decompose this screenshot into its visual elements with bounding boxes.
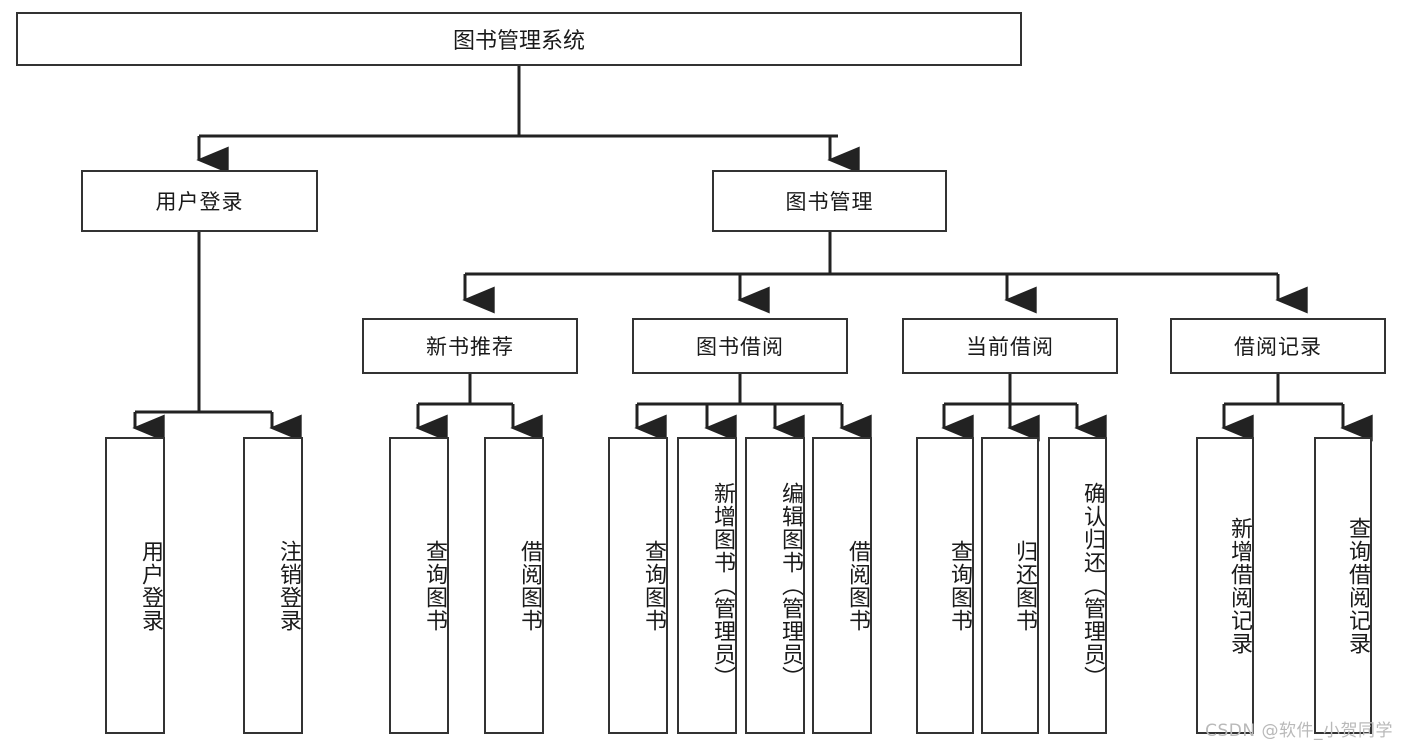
- node-book-borrow[interactable]: 图书借阅: [632, 318, 848, 374]
- leaf-borrow-book-2-label: 借阅图书: [845, 539, 870, 632]
- node-borrow-record-label: 借阅记录: [1234, 335, 1322, 359]
- leaf-edit-book[interactable]: 编辑图书（管理员）: [745, 437, 805, 734]
- node-book-management-label: 图书管理: [785, 190, 874, 214]
- leaf-query-record[interactable]: 查询借阅记录: [1314, 437, 1372, 734]
- leaf-return-book[interactable]: 归还图书: [981, 437, 1039, 734]
- node-current-borrow-label: 当前借阅: [966, 335, 1054, 359]
- leaf-edit-book-label: 编辑图书（管理员）: [778, 482, 803, 689]
- node-root[interactable]: 图书管理系统: [16, 12, 1022, 66]
- node-book-management[interactable]: 图书管理: [712, 170, 947, 232]
- leaf-query-book-2[interactable]: 查询图书: [608, 437, 668, 734]
- csdn-watermark: CSDN @软件_小贺同学: [1205, 721, 1393, 741]
- node-new-book-recommend[interactable]: 新书推荐: [362, 318, 578, 374]
- node-new-book-recommend-label: 新书推荐: [426, 335, 514, 359]
- leaf-borrow-book-1[interactable]: 借阅图书: [484, 437, 544, 734]
- leaf-query-record-label: 查询借阅记录: [1345, 516, 1370, 655]
- leaf-query-book-1-label: 查询图书: [422, 539, 447, 632]
- leaf-confirm-return[interactable]: 确认归还（管理员）: [1048, 437, 1107, 734]
- node-root-label: 图书管理系统: [452, 29, 585, 54]
- leaf-user-login[interactable]: 用户登录: [105, 437, 165, 734]
- leaf-logout-login-label: 注销登录: [276, 539, 301, 632]
- leaf-borrow-book-1-label: 借阅图书: [517, 539, 542, 632]
- leaf-logout-login[interactable]: 注销登录: [243, 437, 303, 734]
- node-borrow-record[interactable]: 借阅记录: [1170, 318, 1386, 374]
- leaf-add-book-label: 新增图书（管理员）: [710, 482, 735, 689]
- node-user-login-label: 用户登录: [155, 190, 244, 214]
- leaf-return-book-label: 归还图书: [1012, 539, 1037, 632]
- leaf-confirm-return-label: 确认归还（管理员）: [1080, 482, 1105, 689]
- leaf-query-book-2-label: 查询图书: [641, 539, 666, 632]
- node-book-borrow-label: 图书借阅: [696, 335, 784, 359]
- node-user-login[interactable]: 用户登录: [81, 170, 318, 232]
- leaf-query-book-1[interactable]: 查询图书: [389, 437, 449, 734]
- node-current-borrow[interactable]: 当前借阅: [902, 318, 1118, 374]
- leaf-query-book-3[interactable]: 查询图书: [916, 437, 974, 734]
- leaf-user-login-label: 用户登录: [138, 539, 163, 632]
- leaf-add-record[interactable]: 新增借阅记录: [1196, 437, 1254, 734]
- leaf-add-record-label: 新增借阅记录: [1227, 516, 1252, 655]
- leaf-query-book-3-label: 查询图书: [947, 539, 972, 632]
- leaf-borrow-book-2[interactable]: 借阅图书: [812, 437, 872, 734]
- leaf-add-book[interactable]: 新增图书（管理员）: [677, 437, 737, 734]
